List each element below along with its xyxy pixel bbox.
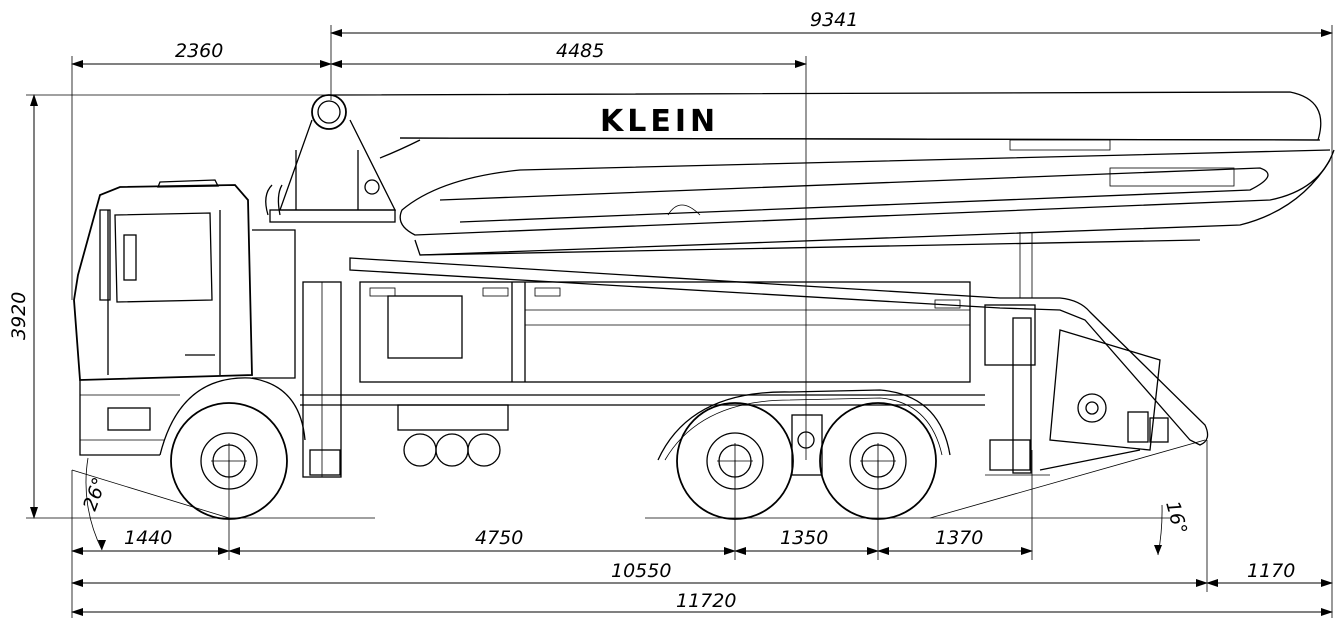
wheels (159, 377, 951, 520)
dim-boom-overhang: 1170 (1247, 560, 1295, 582)
dim-axle-spacing: 1350 (780, 527, 828, 549)
angle-departure: 16° (1161, 499, 1191, 537)
angle-approach: 26° (79, 475, 111, 514)
rear-wheel-2 (819, 402, 937, 520)
turret (265, 94, 421, 223)
truck-cab (73, 179, 253, 456)
dim-turret-to-rear: 4485 (556, 40, 604, 62)
dim-chassis-length: 10550 (611, 560, 671, 582)
dim-height: 3920 (8, 292, 30, 340)
front-wheel (170, 402, 288, 520)
dimension-lines (26, 25, 1333, 618)
dim-front-overhang: 1440 (124, 527, 172, 549)
boom-assembly: KLEIN (329, 91, 1335, 446)
dim-overall-length: 11720 (676, 590, 736, 612)
dimension-labels: 9341 2360 4485 3920 1440 4750 1350 1370 … (8, 9, 1295, 612)
brand-logo: KLEIN (600, 104, 719, 139)
dim-wheelbase-front: 4750 (475, 527, 523, 549)
dim-rear-to-outrigger: 1370 (935, 527, 983, 549)
chassis (252, 229, 1169, 478)
dim-cab-to-turret: 2360 (175, 40, 223, 62)
rear-wheel-1 (676, 402, 794, 520)
dim-overall-boom-length: 9341 (810, 9, 858, 31)
